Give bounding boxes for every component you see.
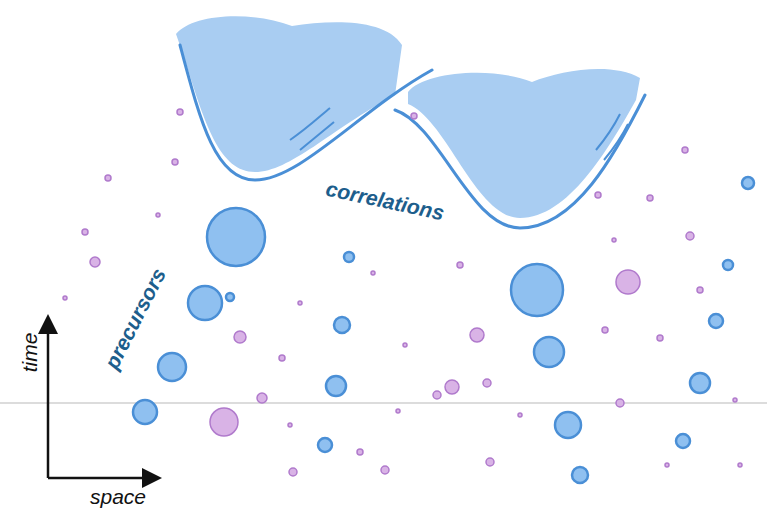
correlation-cloud [176,16,402,172]
space-axis [48,477,158,480]
region-label: precursors [101,264,170,371]
purple-dots [63,109,742,476]
blue-blobs [133,177,754,483]
region-label: correlations [324,177,446,223]
funnel-hatch [290,108,334,150]
funnel-outline [180,45,432,180]
axis-label: time [20,332,41,372]
axis-label: space [90,486,146,507]
time-axis [47,318,50,478]
funnel-hatch [596,114,628,160]
present-line [0,403,767,404]
correlation-cloud [408,69,640,218]
